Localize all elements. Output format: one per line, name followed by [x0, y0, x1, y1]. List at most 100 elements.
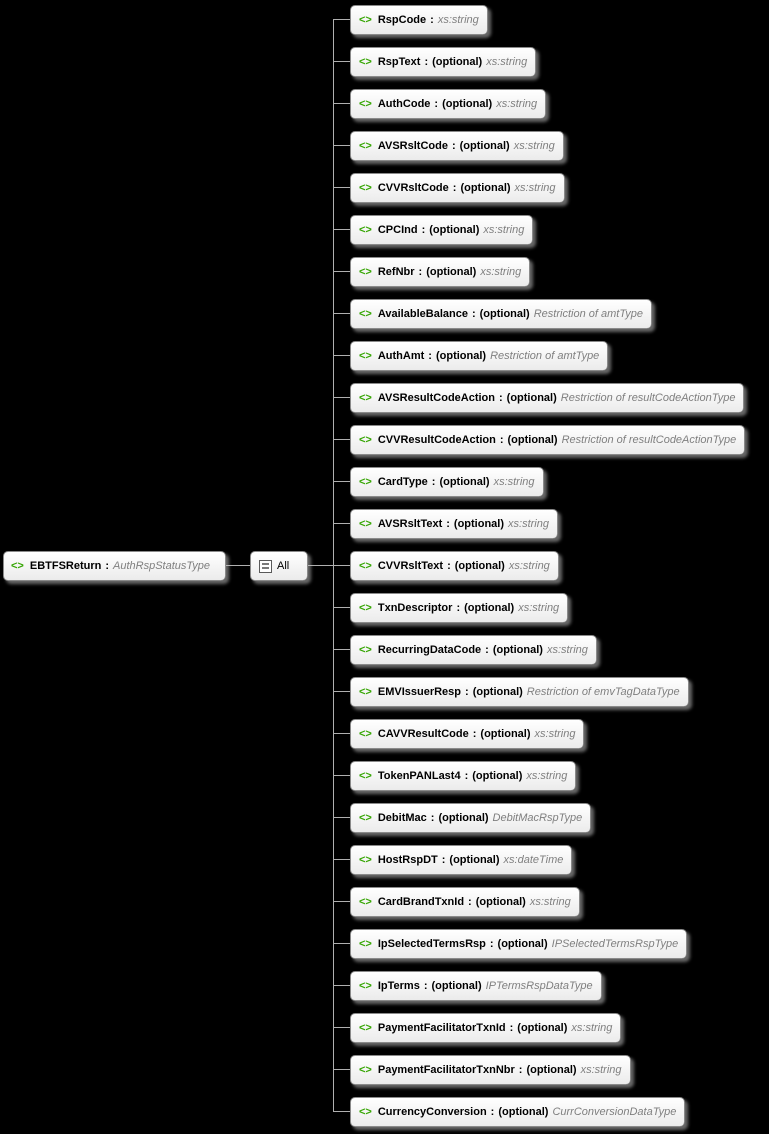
element-icon: <> — [359, 392, 372, 404]
optional-label: (optional) — [507, 434, 558, 446]
separator-colon: : — [490, 1106, 495, 1118]
separator-colon: : — [456, 602, 461, 614]
element-node[interactable]: <>AVSRsltText:(optional)xs:string — [350, 509, 558, 539]
connector-line — [333, 229, 350, 230]
element-icon: <> — [359, 560, 372, 572]
element-name: AuthAmt — [377, 350, 425, 362]
element-name: CVVRsltText — [377, 560, 444, 572]
separator-colon: : — [447, 560, 451, 572]
all-compositor[interactable]: All — [250, 551, 308, 581]
element-node[interactable]: <>AvailableBalance:(optional)Restriction… — [350, 299, 652, 329]
element-type: xs:string — [518, 602, 560, 614]
element-node[interactable]: <>CVVRsltText:(optional)xs:string — [350, 551, 559, 581]
root-element-node[interactable]: <> EBTFSReturn : AuthRspStatusType — [3, 551, 226, 581]
element-name: PaymentFacilitatorTxnId — [377, 1022, 506, 1034]
element-node[interactable]: <>RspText:(optional)xs:string — [350, 47, 537, 77]
element-name: IpTerms — [377, 980, 420, 992]
element-icon: <> — [359, 602, 372, 614]
separator-colon: : — [468, 896, 472, 908]
element-node[interactable]: <>TokenPANLast4:(optional)xs:string — [350, 761, 577, 791]
element-type: xs:string — [571, 1022, 613, 1034]
element-node[interactable]: <>EMVIssuerResp:(optional)Restriction of… — [350, 677, 689, 707]
separator-colon: : — [446, 518, 450, 530]
connector-line — [333, 19, 350, 20]
element-type: xs:string — [480, 266, 522, 278]
element-node[interactable]: <>CVVResultCodeAction:(optional)Restrict… — [350, 425, 746, 455]
all-compositor-label: All — [277, 560, 290, 572]
separator-colon: : — [499, 392, 503, 404]
element-type: xs:string — [486, 56, 528, 68]
element-node[interactable]: <>AuthCode:(optional)xs:string — [350, 89, 547, 119]
optional-label: (optional) — [429, 224, 480, 236]
element-name: RecurringDataCode — [377, 644, 482, 656]
element-icon: <> — [359, 1064, 372, 1076]
element-icon: <> — [359, 1106, 372, 1118]
element-node[interactable]: <>CardBrandTxnId:(optional)xs:string — [350, 887, 580, 917]
element-type: xs:string — [513, 140, 555, 152]
element-icon: <> — [359, 1022, 372, 1034]
separator-colon: : — [418, 266, 423, 278]
element-node[interactable]: <>RecurringDataCode:(optional)xs:string — [350, 635, 597, 665]
optional-label: (optional) — [472, 770, 523, 782]
element-node[interactable]: <>CardType:(optional)xs:string — [350, 467, 544, 497]
element-icon: <> — [359, 980, 372, 992]
element-name: RefNbr — [377, 266, 415, 278]
element-icon: <> — [359, 350, 372, 362]
element-node[interactable]: <>CurrencyConversion:(optional)CurrConve… — [350, 1097, 686, 1127]
separator-colon: : — [452, 182, 457, 194]
separator-colon: : — [424, 56, 429, 68]
element-node[interactable]: <>AVSResultCodeAction:(optional)Restrict… — [350, 383, 745, 413]
element-type: xs:string — [493, 476, 535, 488]
element-node[interactable]: <>RefNbr:(optional)xs:string — [350, 257, 531, 287]
element-icon: <> — [359, 518, 372, 530]
element-node[interactable]: <>AVSRsltCode:(optional)xs:string — [350, 131, 564, 161]
element-node[interactable]: <>CVVRsltCode:(optional)xs:string — [350, 173, 565, 203]
element-icon: <> — [359, 434, 372, 446]
connector-line — [333, 1111, 350, 1112]
element-name: AVSRsltText — [377, 518, 443, 530]
connector-line — [333, 313, 350, 314]
connector-line — [333, 901, 350, 902]
element-name: AuthCode — [377, 98, 431, 110]
element-type: xs:string — [529, 896, 571, 908]
element-node[interactable]: <>CPCInd:(optional)xs:string — [350, 215, 534, 245]
element-type: Restriction of amtType — [490, 350, 600, 362]
optional-label: (optional) — [426, 266, 477, 278]
element-type: DebitMacRspType — [492, 812, 583, 824]
connector-line — [333, 103, 350, 104]
connector-line — [333, 943, 350, 944]
element-node[interactable]: <>HostRspDT:(optional)xs:dateTime — [350, 845, 573, 875]
element-type: Restriction of emvTagDataType — [526, 686, 680, 698]
connector-line — [333, 859, 350, 860]
element-node[interactable]: <>RspCode:xs:string — [350, 5, 488, 35]
element-type: IPSelectedTermsRspType — [551, 938, 679, 950]
root-element-type: AuthRspStatusType — [113, 560, 211, 572]
element-node[interactable]: <>CAVVResultCode:(optional)xs:string — [350, 719, 585, 749]
element-name: CVVRsltCode — [377, 182, 449, 194]
element-node[interactable]: <>IpTerms:(optional)IPTermsRspDataType — [350, 971, 602, 1001]
element-node[interactable]: <>AuthAmt:(optional)Restriction of amtTy… — [350, 341, 609, 371]
optional-label: (optional) — [442, 98, 493, 110]
element-icon: <> — [359, 98, 372, 110]
element-type: Restriction of resultCodeActionType — [560, 392, 736, 404]
connector-line — [333, 691, 350, 692]
separator-colon: : — [471, 308, 476, 320]
separator-colon: : — [105, 560, 110, 572]
connector-line — [308, 565, 333, 566]
element-node[interactable]: <>DebitMac:(optional)DebitMacRspType — [350, 803, 592, 833]
separator-colon: : — [431, 476, 436, 488]
element-node[interactable]: <>PaymentFacilitatorTxnId:(optional)xs:s… — [350, 1013, 622, 1043]
element-node[interactable]: <>TxnDescriptor:(optional)xs:string — [350, 593, 569, 623]
element-icon: <> — [359, 14, 372, 26]
optional-label: (optional) — [475, 896, 526, 908]
element-type: xs:string — [496, 98, 538, 110]
element-icon: <> — [359, 854, 372, 866]
element-name: DebitMac — [377, 812, 427, 824]
all-compositor-icon — [259, 559, 272, 573]
element-icon: <> — [359, 644, 372, 656]
connector-line — [333, 565, 350, 566]
separator-colon: : — [423, 980, 428, 992]
optional-label: (optional) — [454, 560, 505, 572]
element-node[interactable]: <>PaymentFacilitatorTxnNbr:(optional)xs:… — [350, 1055, 631, 1085]
element-node[interactable]: <>IpSelectedTermsRsp:(optional)IPSelecte… — [350, 929, 688, 959]
